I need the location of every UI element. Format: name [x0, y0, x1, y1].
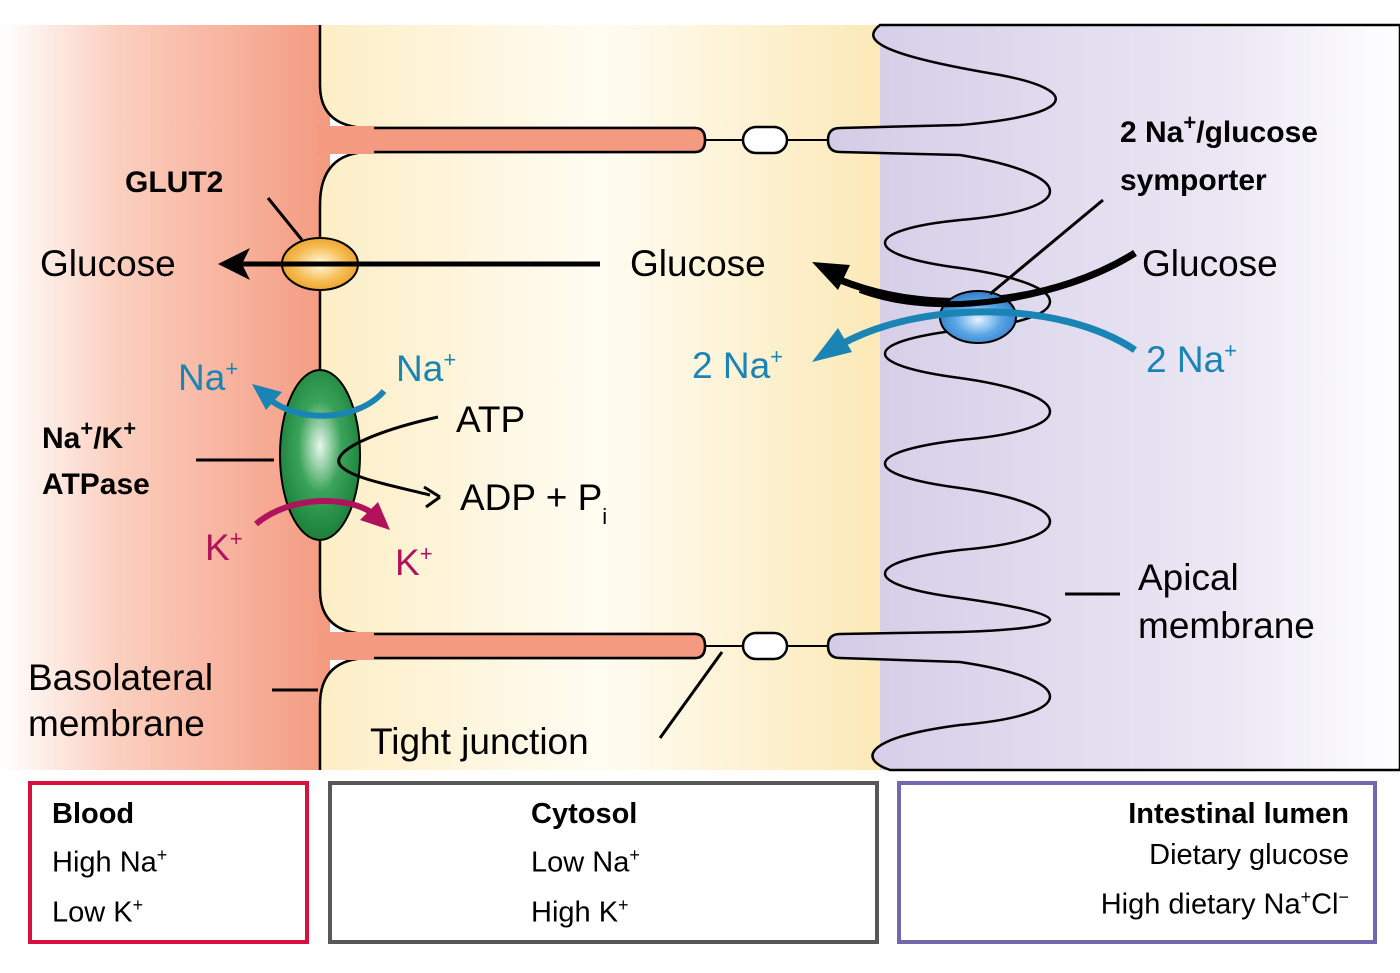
cytosol-cell-upper	[320, 25, 880, 770]
atp-label: ATP	[456, 399, 525, 440]
cytosol-legend-box: Cytosol Low Na+ High K+	[328, 781, 879, 944]
glucose-lumen-label: Glucose	[1142, 243, 1278, 284]
sodium-out-label: Na+	[178, 356, 238, 398]
nak-atpase-label-line1: Na+/K+	[42, 416, 136, 455]
cytosol-title: Cytosol	[531, 798, 638, 830]
symporter-label-line2: symporter	[1120, 164, 1267, 197]
sodium-pump-arrow	[266, 388, 387, 419]
tight-junction-lower	[705, 631, 828, 661]
glucose-cytosol-label: Glucose	[630, 243, 766, 284]
tight-junction-upper	[705, 125, 828, 155]
apical-label-line2: membrane	[1138, 605, 1315, 646]
blood-legend-box: Blood High Na+ Low K+	[28, 781, 309, 944]
blood-row-potassium: Low K+	[52, 894, 144, 929]
lumen-legend-box: Intestinal lumen Dietary glucose High di…	[897, 781, 1377, 944]
sodium-lumen-label: 2 Na+	[1146, 338, 1237, 380]
lumen-row-nacl: High dietary Na+Cl−	[1100, 887, 1349, 921]
apical-membrane	[826, 23, 1400, 772]
glucose-transport-diagram: GLUT2 Glucose Glucose Glucose 2 Na+/gluc…	[0, 23, 1400, 772]
glucose-blood-label: Glucose	[40, 243, 176, 284]
adp-label: ADP + Pi	[460, 477, 607, 529]
tight-junction-label: Tight junction	[370, 721, 589, 762]
cytosol-row-potassium: High K+	[531, 894, 629, 929]
glut2-leader	[266, 197, 304, 241]
symporter-label-line1: 2 Na+/glucose	[1120, 110, 1318, 149]
lumen-title: Intestinal lumen	[1128, 798, 1349, 830]
cytosol-row-sodium: Low Na+	[531, 845, 640, 879]
basolateral-label-line2: membrane	[28, 703, 205, 744]
sodium-symporter-arrow	[838, 308, 1137, 353]
potassium-pump-arrow	[254, 498, 377, 527]
blood-row-sodium: High Na+	[52, 845, 168, 879]
glucose-arrowhead	[218, 248, 250, 280]
atp-hydrolysis-arrow	[337, 415, 439, 497]
glut2-label: GLUT2	[125, 166, 223, 199]
apical-label-line1: Apical	[1138, 557, 1239, 598]
basolateral-label-line1: Basolateral	[28, 657, 213, 698]
blood-title: Blood	[52, 798, 135, 830]
na-k-atpase-pump	[279, 369, 361, 541]
nak-atpase-label-line2: ATPase	[42, 468, 150, 501]
potassium-out-label: K+	[395, 541, 433, 583]
sodium-cytosol-label: 2 Na+	[692, 344, 783, 386]
potassium-in-label: K+	[205, 526, 243, 568]
lumen-row-glucose: Dietary glucose	[1149, 839, 1349, 871]
symporter-leader	[989, 198, 1104, 296]
tight-junction-leader	[658, 651, 724, 739]
sodium-in-label: Na+	[396, 347, 456, 389]
